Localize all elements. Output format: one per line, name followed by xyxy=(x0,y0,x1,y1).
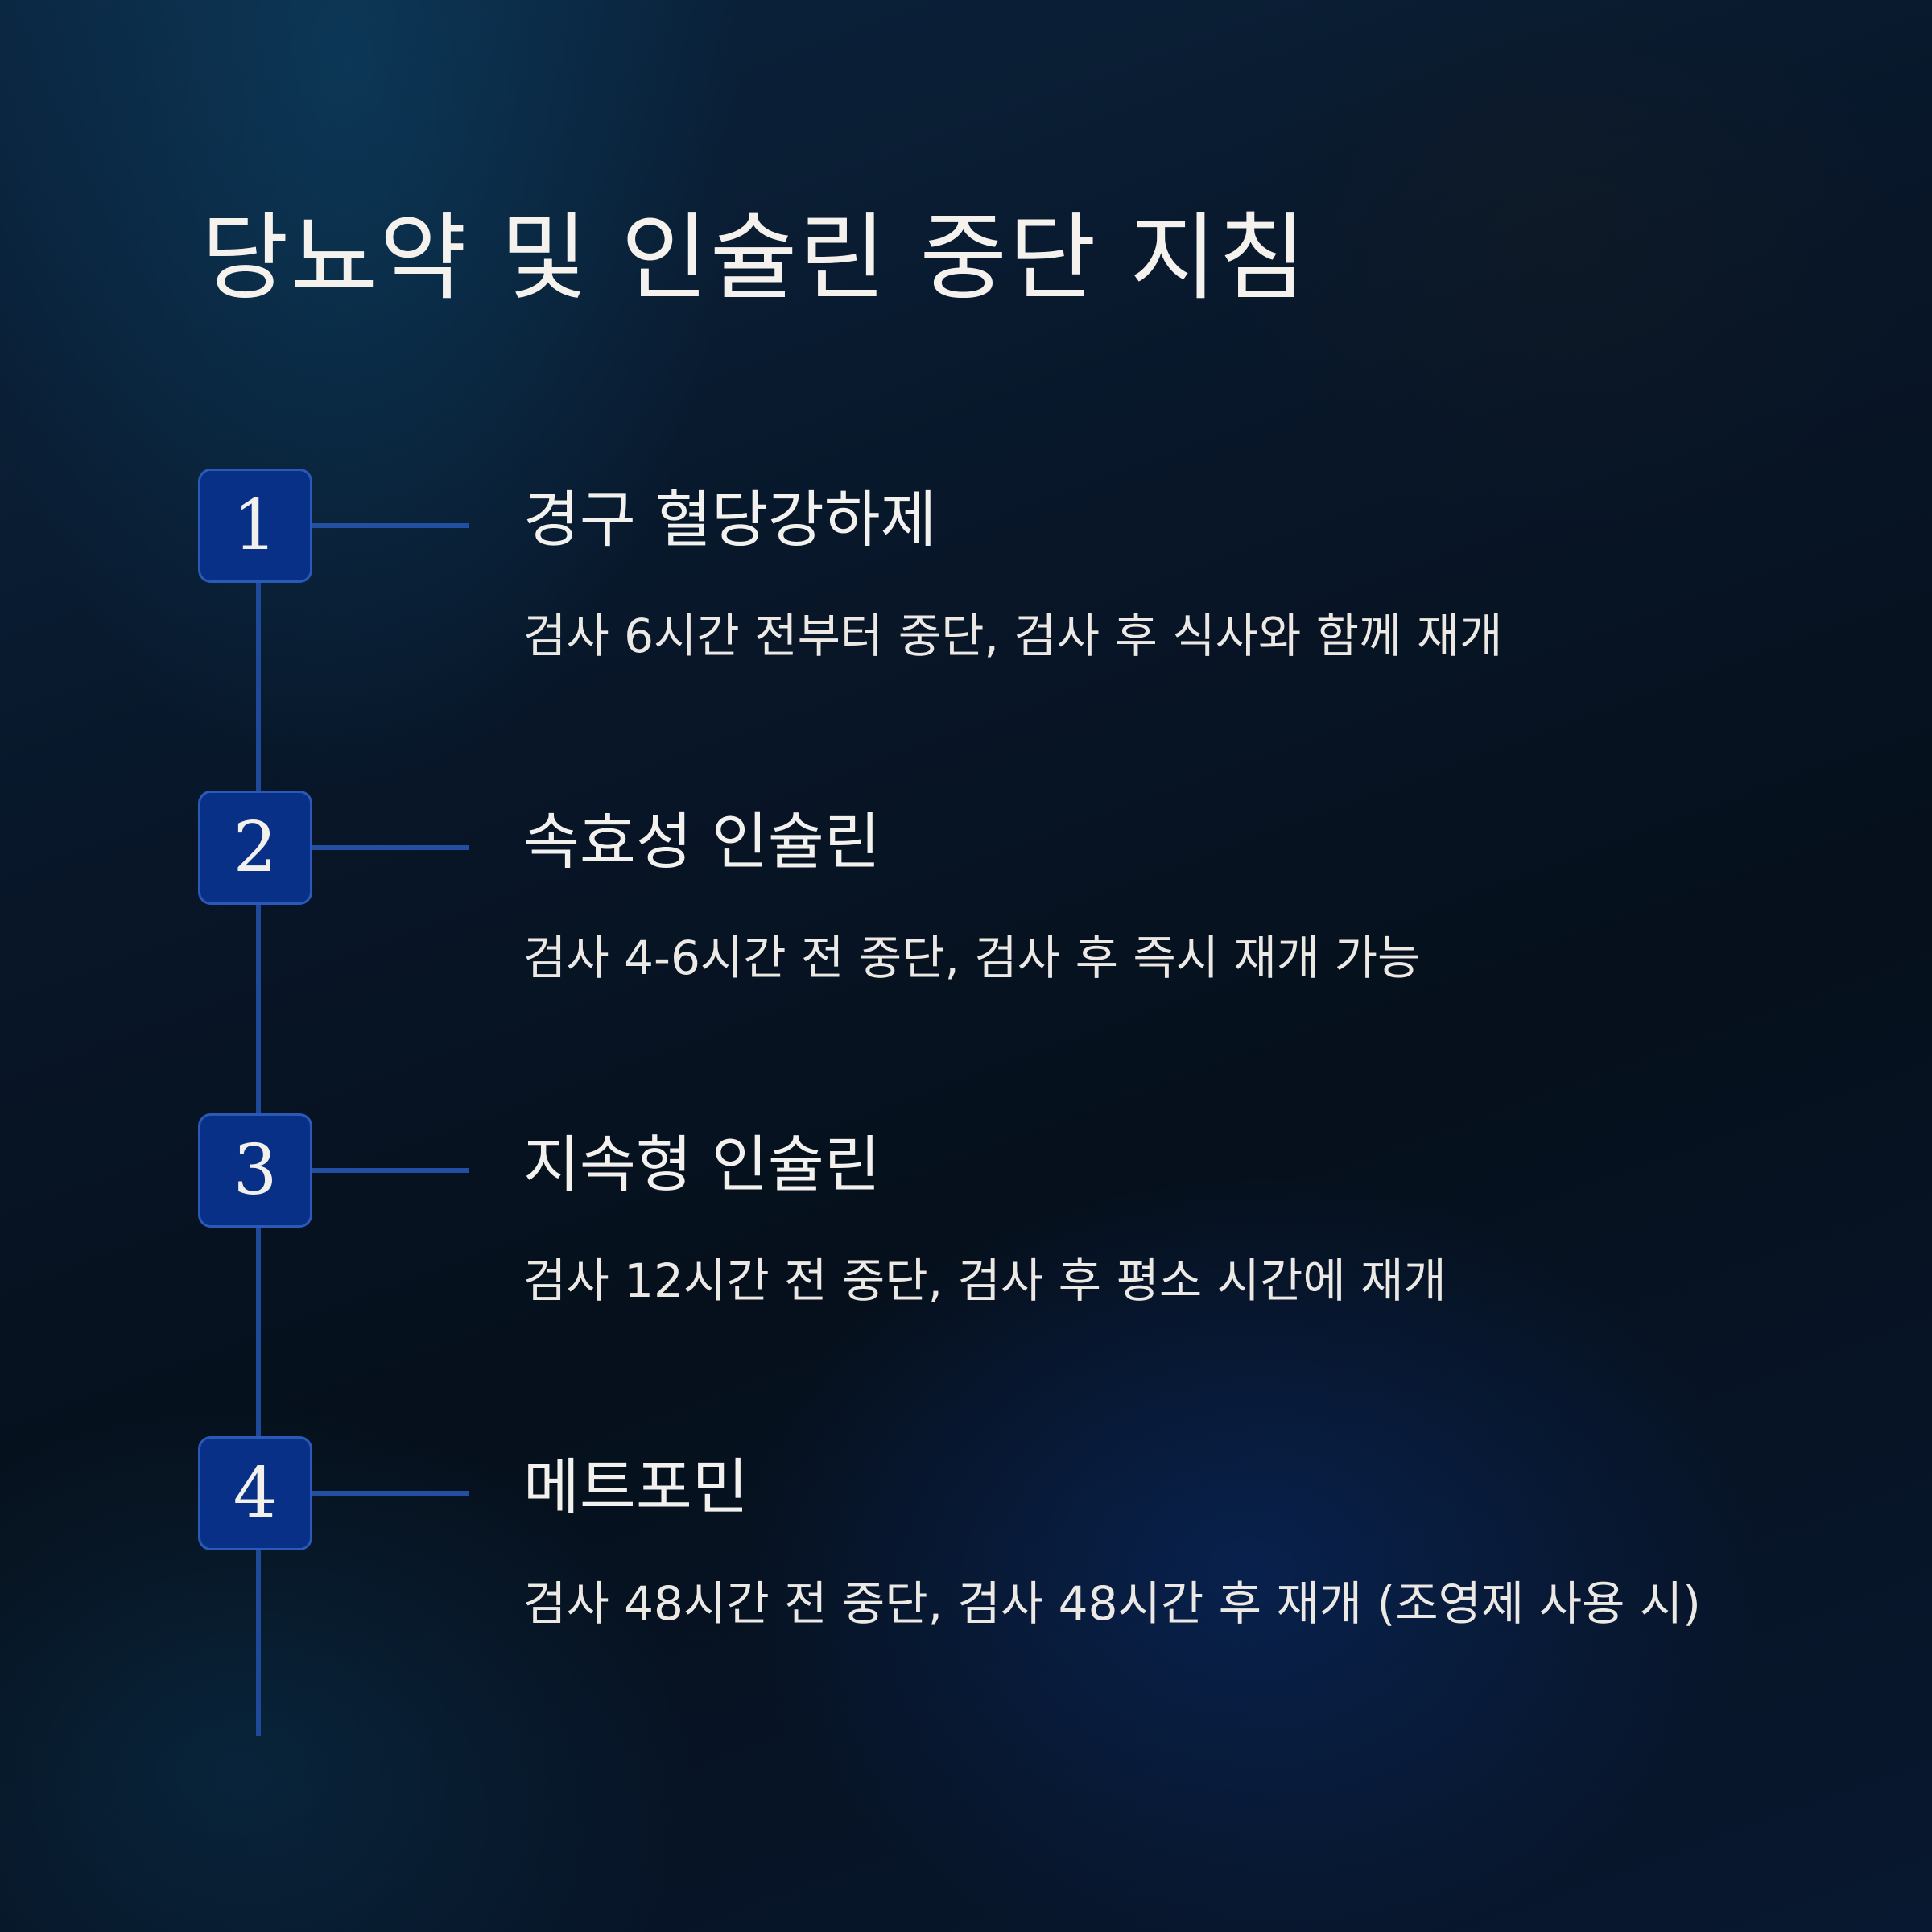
step-number-badge-4: 4 xyxy=(198,1436,312,1550)
step-description-4: 검사 48시간 전 중단, 검사 48시간 후 재개 (조영제 사용 시) xyxy=(523,1576,1701,1631)
step-connector-3 xyxy=(312,1168,469,1173)
step-connector-2 xyxy=(312,845,469,850)
step-description-1: 검사 6시간 전부터 중단, 검사 후 식사와 함께 재개 xyxy=(523,609,1503,663)
step-number-badge-1: 1 xyxy=(198,469,312,583)
step-title-2: 속효성 인슐린 xyxy=(523,806,881,877)
step-title-3: 지속형 인슐린 xyxy=(523,1129,881,1200)
step-title-4: 메트포민 xyxy=(523,1451,749,1523)
step-number-badge-3: 3 xyxy=(198,1113,312,1228)
step-description-3: 검사 12시간 전 중단, 검사 후 평소 시간에 재개 xyxy=(523,1253,1447,1308)
step-description-2: 검사 4-6시간 전 중단, 검사 후 즉시 재개 가능 xyxy=(523,931,1421,985)
page-title: 당뇨약 및 인슐린 중단 지침 xyxy=(201,202,1308,313)
step-connector-4 xyxy=(312,1491,469,1496)
step-title-1: 경구 혈당강하제 xyxy=(523,484,937,555)
step-connector-1 xyxy=(312,523,469,528)
step-number-badge-2: 2 xyxy=(198,791,312,905)
